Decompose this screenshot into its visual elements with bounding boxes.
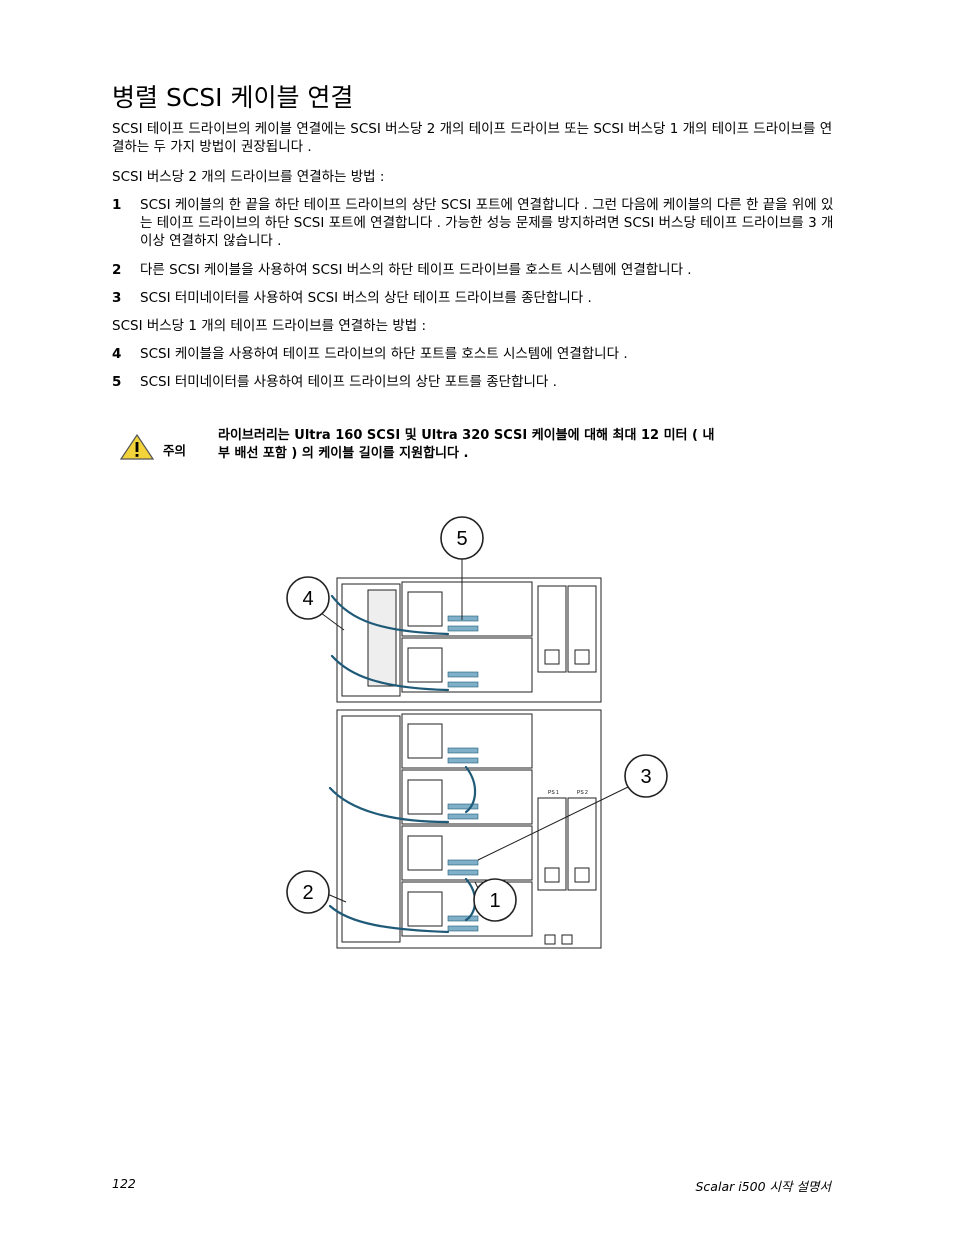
callout-3: 3 [640, 766, 651, 788]
warning-triangle-icon [120, 434, 154, 460]
library-rear-diagram: 5 4 3 2 1 PS 1 PS 2 [286, 516, 668, 949]
lower-module [336, 709, 602, 949]
intro-paragraph: SCSI 테이프 드라이브의 케이블 연결에는 SCSI 버스당 2 개의 테이… [112, 121, 833, 155]
one-drive-heading: SCSI 버스당 1 개의 테이프 드라이브를 연결하는 방법 : [112, 318, 426, 334]
callout-4: 4 [302, 588, 313, 610]
note-text: 라이브러리는 Ultra 160 SCSI 및 Ultra 320 SCSI 케… [218, 428, 715, 461]
callout-5: 5 [456, 528, 467, 550]
scsi-port [447, 803, 479, 810]
drive-bay [401, 881, 533, 937]
scsi-port [447, 671, 479, 678]
step-number: 4 [112, 346, 122, 362]
power-supply [537, 797, 567, 891]
scsi-port [447, 681, 479, 688]
scsi-cable [330, 594, 450, 636]
drive-bay [401, 637, 533, 693]
step-text: SCSI 케이블을 사용하여 테이프 드라이브의 하단 포트를 호스트 시스템에… [140, 346, 628, 362]
upper-module [336, 577, 602, 703]
scsi-port [447, 869, 479, 876]
power-supply [567, 585, 597, 673]
scsi-port [447, 615, 479, 622]
scsi-port [447, 859, 479, 866]
page-title: 병렬 SCSI 케이블 연결 [112, 83, 354, 112]
callout-1: 1 [489, 890, 500, 912]
page-number: 122 [112, 1176, 136, 1191]
two-drive-heading: SCSI 버스당 2 개의 드라이브를 연결하는 방법 : [112, 169, 385, 185]
document-title: Scalar i500 시작 설명서 [695, 1179, 832, 1194]
scsi-port [447, 757, 479, 764]
step-text: SCSI 터미네이터를 사용하여 SCSI 버스의 상단 테이프 드라이브를 종… [140, 290, 592, 306]
step-text: 다른 SCSI 케이블을 사용하여 SCSI 버스의 하단 테이프 드라이브를 … [140, 262, 692, 278]
scsi-port [447, 925, 479, 932]
power-supply [537, 585, 567, 673]
psu-label: PS 2 [577, 790, 588, 796]
drive-bay [401, 581, 533, 637]
scsi-port [447, 915, 479, 922]
step-number: 2 [112, 262, 122, 278]
scsi-cable [330, 654, 450, 692]
scsi-port [447, 813, 479, 820]
note-label: 주의 [163, 443, 187, 458]
step-text: SCSI 터미네이터를 사용하여 테이프 드라이브의 상단 포트를 종단합니다 … [140, 374, 557, 390]
power-supply [567, 797, 597, 891]
scsi-cable [328, 786, 450, 824]
scsi-port [447, 625, 479, 632]
step-text: SCSI 케이블의 한 끝을 하단 테이프 드라이브의 상단 SCSI 포트에 … [140, 197, 834, 249]
step-number: 5 [112, 374, 122, 390]
step-number: 3 [112, 290, 122, 306]
scsi-cable [464, 765, 477, 814]
scsi-cable [328, 904, 450, 934]
scsi-port [447, 747, 479, 754]
psu-label: PS 1 [548, 790, 559, 796]
step-number: 1 [112, 197, 122, 213]
callout-2: 2 [302, 882, 313, 904]
